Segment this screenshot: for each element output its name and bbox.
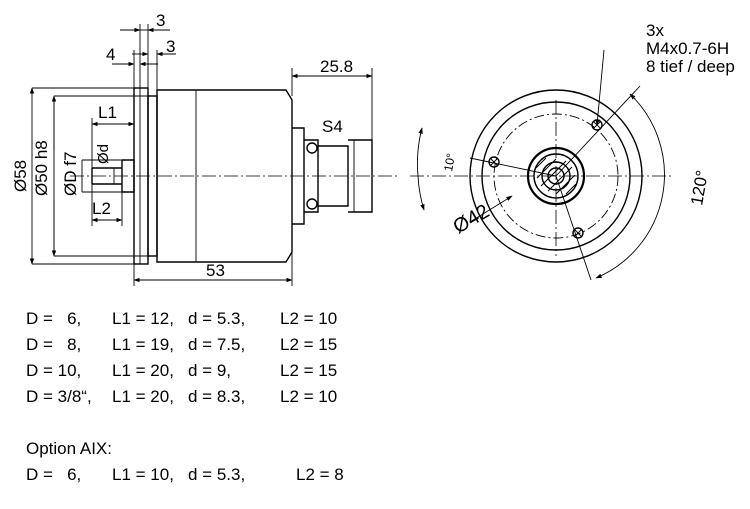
dim-d-small: Ød xyxy=(95,144,112,164)
cell-l1: L1 = 19, xyxy=(112,335,174,354)
diameter-42: Ø42 xyxy=(450,200,494,238)
dim-53: 53 xyxy=(206,261,225,280)
shaft-outline xyxy=(91,167,122,185)
angle-120-arc xyxy=(595,93,665,279)
thread-line2: M4x0.7-6H xyxy=(646,39,729,58)
option-row: D = 6, L1 = 10, d = 5.3, L2 = 8 xyxy=(26,462,376,488)
encoder-drawing: 3 4 3 25.8 S4 L1 L2 Ød ØD f7 xyxy=(11,11,735,286)
dim-25-8: 25.8 xyxy=(320,57,353,76)
cell-d-small: d = 5.3, xyxy=(188,309,246,328)
table-row: D = 3/8“, L1 = 20, d = 8.3, L2 = 10 xyxy=(26,384,376,410)
thread-line3: 8 tief / deep xyxy=(646,57,735,76)
dim-top-3b: 3 xyxy=(166,37,175,56)
front-view: 3x M4x0.7-6H 8 tief / deep 10° Ø42 120° xyxy=(410,21,735,281)
connector-outline xyxy=(292,127,373,225)
side-view: 3 4 3 25.8 S4 L1 L2 Ød ØD f7 xyxy=(11,11,400,286)
cell-l1: L1 = 20, xyxy=(112,387,174,406)
cell-l1: L1 = 12, xyxy=(112,309,174,328)
cell-d-small: d = 7.5, xyxy=(188,335,246,354)
table-row: D = 10, L1 = 20, d = 9, L2 = 15 xyxy=(26,358,376,384)
cell-d-big: D = 3/8“, xyxy=(26,387,92,406)
cell-d-small: d = 8.3, xyxy=(188,387,246,406)
cell-d-small: d = 5.3, xyxy=(188,465,246,484)
table-row: D = 8, L1 = 19, d = 7.5, L2 = 15 xyxy=(26,332,376,358)
cell-d-big: D = 6, xyxy=(26,465,82,484)
front-outer-circle xyxy=(469,89,643,263)
cell-l1: L1 = 10, xyxy=(112,465,174,484)
angle-120: 120° xyxy=(687,169,712,207)
cell-d-small: d = 9, xyxy=(188,361,232,380)
dim-58: Ø58 xyxy=(11,160,30,192)
dim-top-4: 4 xyxy=(106,45,115,64)
cell-l2: L2 = 8 xyxy=(296,465,344,484)
thread-line1: 3x xyxy=(646,21,664,40)
cell-d-big: D = 10, xyxy=(26,361,82,380)
dim-50-h8: Ø50 h8 xyxy=(32,140,51,196)
dim-d-f7: ØD f7 xyxy=(61,152,80,196)
label-s4: S4 xyxy=(322,117,343,136)
cell-l1: L1 = 20, xyxy=(112,361,174,380)
variants-table: D = 6, L1 = 12, d = 5.3, L2 = 10 D = 8, … xyxy=(26,306,376,488)
dim-l1: L1 xyxy=(98,103,117,122)
table-row: D = 6, L1 = 12, d = 5.3, L2 = 10 xyxy=(26,306,376,332)
option-title: Option AIX: xyxy=(26,439,112,458)
dim-l2: L2 xyxy=(92,199,111,218)
bolt-hole-3 xyxy=(572,227,584,239)
angle-10: 10° xyxy=(441,152,458,173)
hub-outer xyxy=(526,146,586,206)
cell-d-big: D = 6, xyxy=(26,309,82,328)
cell-l2: L2 = 15 xyxy=(280,335,338,354)
cell-l2: L2 = 10 xyxy=(280,309,338,328)
cell-d-big: D = 8, xyxy=(26,335,82,354)
cell-l2: L2 = 10 xyxy=(280,387,338,406)
cell-l2: L2 = 15 xyxy=(280,361,338,380)
dim-top-3a: 3 xyxy=(156,11,165,30)
